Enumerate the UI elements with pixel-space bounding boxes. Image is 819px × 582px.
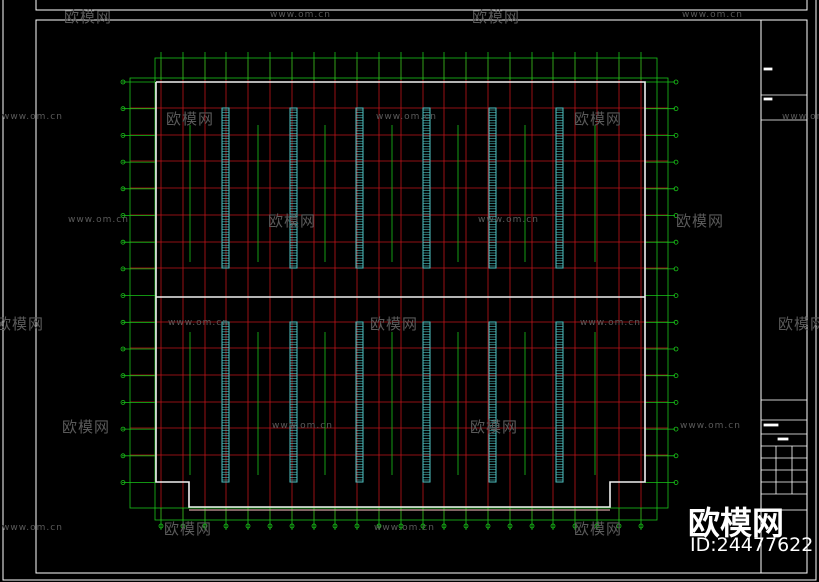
axis-bubble — [507, 523, 513, 529]
axis-bubble — [572, 523, 578, 529]
axis-bubble — [120, 213, 126, 218]
dimension-frame — [154, 57, 658, 521]
watermark-url: www.om.cn — [168, 318, 229, 328]
site-logo: 欧模网 — [688, 504, 785, 542]
axis-bubble — [354, 523, 360, 529]
axis-bubble — [120, 266, 126, 272]
axis-bubble — [673, 79, 679, 85]
watermark-url: www.om.cn — [272, 421, 333, 431]
axis-bubble — [673, 480, 679, 485]
watermark-brand: 欧模网 — [778, 315, 819, 333]
watermark-brand: 欧模网 — [166, 110, 215, 128]
drawing-id: ID:24477622 — [690, 534, 814, 556]
watermark-brand: 欧模网 — [0, 315, 45, 333]
watermark-url: www.om.cn — [270, 10, 331, 20]
axis-bubble — [673, 426, 679, 432]
watermark-url: www.om.cn — [478, 215, 539, 225]
watermark-url: www.om.cn — [682, 10, 743, 20]
axis-bubble — [120, 186, 126, 192]
watermark-url: www.om.cn — [680, 421, 741, 431]
axis-bubble — [673, 239, 679, 245]
title-block — [760, 67, 808, 511]
axis-bubble — [673, 293, 679, 299]
watermark-brand: 欧模网 — [472, 8, 521, 26]
dimension-frame — [129, 77, 669, 509]
storage-racks — [221, 107, 564, 483]
axis-bubble — [120, 319, 126, 325]
watermark-brand: 欧模网 — [574, 110, 623, 128]
watermark-url: www.om.cn — [2, 112, 63, 122]
axis-bubble — [311, 523, 317, 529]
axis-bubble — [120, 453, 126, 459]
watermark-brand: 欧模网 — [268, 212, 317, 230]
watermark-brand: 欧模网 — [574, 520, 623, 538]
axis-bubble — [267, 523, 273, 529]
axis-bubble — [673, 132, 679, 138]
green-dimension-lines — [122, 52, 675, 530]
watermark-brand: 欧模网 — [164, 520, 213, 538]
axis-bubble — [616, 523, 622, 529]
axis-bubble — [376, 523, 382, 529]
axis-bubble — [594, 523, 600, 529]
watermark-brand: 欧模网 — [470, 418, 519, 436]
axis-bubble — [120, 159, 126, 165]
axis-bubble — [485, 523, 491, 529]
axis-bubble — [120, 106, 126, 112]
axis-bubble — [673, 213, 679, 218]
axis-markers — [120, 79, 679, 529]
axis-bubble — [289, 523, 295, 529]
watermark-brand: 欧模网 — [62, 418, 111, 436]
watermark-url: www.om.cn — [376, 112, 437, 122]
axis-bubble — [398, 523, 404, 529]
axis-bubble — [673, 186, 679, 192]
watermark-brand: 欧模网 — [676, 212, 725, 230]
watermark-url: www.om.cn — [68, 215, 129, 225]
axis-bubble — [673, 106, 679, 112]
axis-bubble — [529, 523, 535, 529]
axis-bubble — [638, 523, 644, 529]
axis-bubble — [245, 523, 251, 529]
axis-bubble — [180, 523, 186, 529]
axis-bubble — [120, 132, 126, 138]
axis-bubble — [223, 523, 229, 529]
axis-bubble — [120, 373, 126, 379]
axis-bubble — [441, 523, 447, 529]
watermark-url: www.om.cn — [374, 523, 435, 533]
axis-bubble — [332, 523, 338, 529]
watermark-url: www.om.cn — [782, 112, 819, 122]
watermark-brand: 欧模网 — [64, 8, 113, 26]
watermark-url: www.om.cn — [2, 523, 63, 533]
axis-bubble — [120, 480, 126, 485]
axis-bubble — [673, 373, 679, 379]
axis-bubble — [673, 266, 679, 272]
axis-bubble — [673, 399, 679, 405]
axis-bubble — [673, 453, 679, 459]
axis-bubble — [158, 523, 164, 529]
axis-bubble — [120, 426, 126, 432]
axis-bubble — [120, 239, 126, 245]
watermark-brand: 欧模网 — [370, 315, 419, 333]
axis-bubble — [420, 523, 426, 529]
axis-bubble — [673, 319, 679, 325]
axis-bubble — [120, 293, 126, 299]
red-grid-lines — [130, 60, 668, 520]
axis-bubble — [550, 523, 556, 529]
axis-bubble — [463, 523, 469, 529]
axis-bubble — [673, 346, 679, 352]
axis-bubble — [120, 399, 126, 405]
building-walls — [155, 81, 646, 511]
axis-bubble — [673, 159, 679, 165]
watermark-url: www.om.cn — [580, 318, 641, 328]
axis-bubble — [202, 523, 208, 529]
axis-bubble — [120, 346, 126, 352]
axis-bubble — [120, 79, 126, 85]
